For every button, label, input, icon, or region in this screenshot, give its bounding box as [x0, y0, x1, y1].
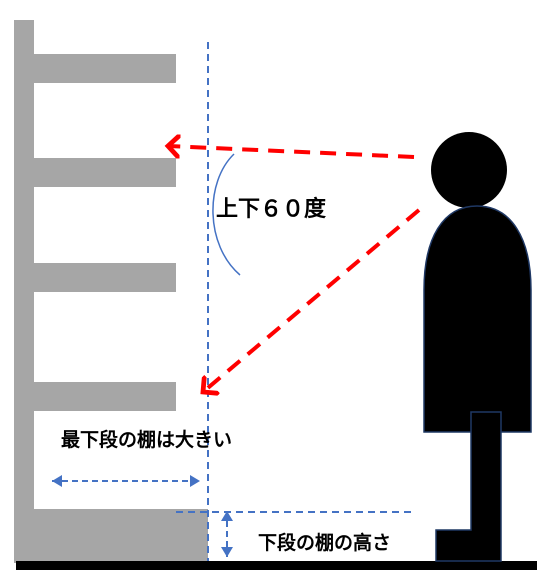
sight-line-upper: [168, 146, 415, 159]
bottom-shelf-height-label: 下段の棚の高さ: [258, 531, 391, 554]
view-angle-arc: [212, 153, 241, 276]
shelf-board-2: [14, 158, 176, 187]
shelf-unit: [14, 20, 208, 563]
view-angle-label: 上下６０度: [216, 196, 327, 222]
person-leg: [435, 411, 502, 562]
person-body: [423, 205, 532, 433]
sight-line-lower: [203, 208, 421, 392]
person-silhouette: [423, 132, 532, 562]
person-head: [431, 132, 507, 208]
shelf-board-4: [14, 382, 176, 411]
bottom-shelf-large-label: 最下段の棚は大きい: [61, 428, 232, 451]
shelf-board-3: [14, 263, 176, 292]
shelf-board-1: [14, 54, 176, 83]
shelf-bottom-block: [14, 509, 208, 563]
floor-line: [16, 561, 537, 570]
